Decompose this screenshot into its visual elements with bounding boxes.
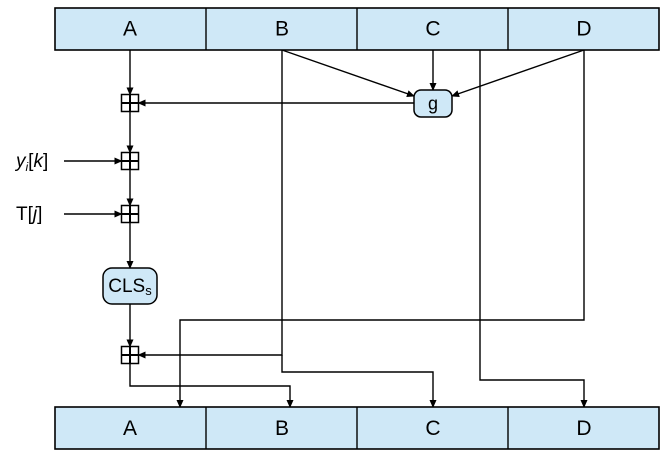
connector-d-to-g [451,49,585,98]
connector-c-to-bottom-d [479,50,588,408]
top-register-a-label: A [123,18,137,41]
connector-b-to-adder4 [137,50,283,359]
bottom-register-d-label: D [576,417,591,440]
bottom-register-a-label: A [123,417,137,440]
adder-4-icon [120,345,140,365]
g-box-rect [413,89,453,118]
bottom-register-bar: A B C D [54,406,660,450]
g-function-box: g [413,89,453,118]
connector-adder4-to-bottom-b [129,363,294,408]
top-register-d-label: D [576,18,591,41]
connector-d-to-bottom-a [176,50,585,408]
additive-constant-label: T[j] [16,204,42,225]
adder-3-icon [120,204,140,224]
top-register-bar: A B C D [54,7,660,51]
cls-box-rect [102,267,158,305]
top-register-c-label: C [425,18,440,41]
adder-2-icon [120,151,140,171]
message-word-label: yi[k] [14,151,48,174]
top-register-b-label: B [275,18,289,41]
connectors [64,49,588,408]
connector-b-to-g [281,49,415,98]
bottom-register-c-label: C [425,417,440,440]
connector-b-to-bottom-c [281,355,437,408]
bottom-register-b-label: B [275,417,289,440]
cls-shift-box: CLSs [102,267,158,305]
cls-box-label: CLSs [108,276,152,298]
adders [120,93,140,365]
g-box-label: g [428,94,438,114]
adder-1-icon [120,93,140,113]
